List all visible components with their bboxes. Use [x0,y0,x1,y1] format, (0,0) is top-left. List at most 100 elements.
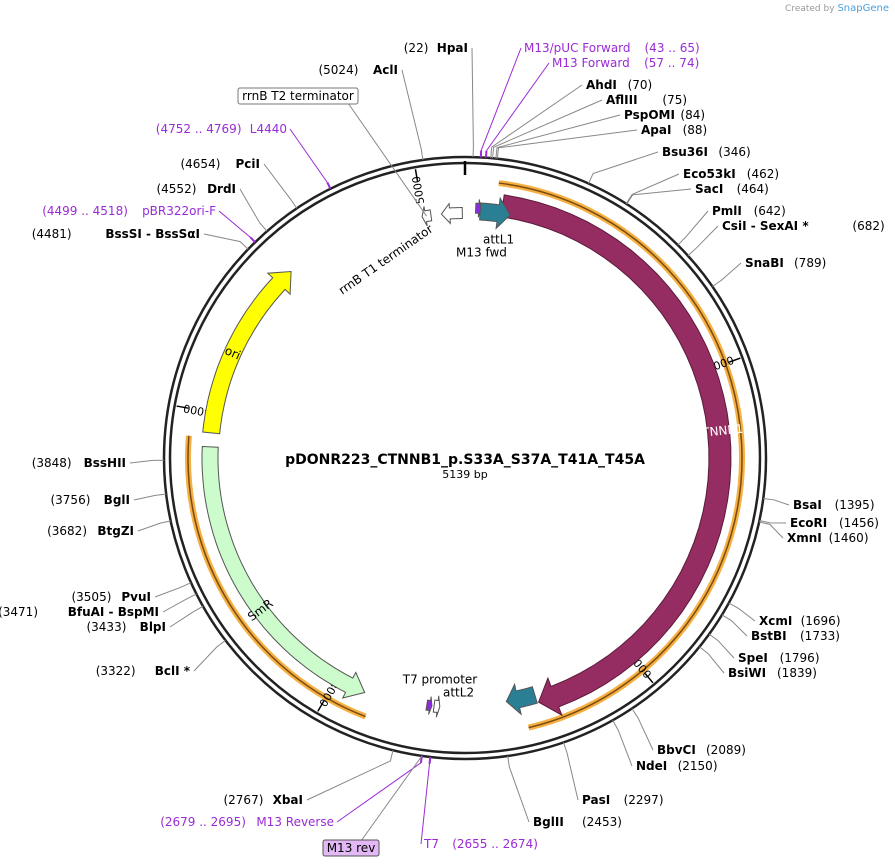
boxed-label-text[interactable]: rrnB T2 terminator [242,89,354,103]
primer-name: M13 Reverse [256,815,334,829]
feature-attl2[interactable] [505,682,538,716]
site-pspomi[interactable]: PspOMI(84) [624,108,705,122]
site-position: (70) [628,78,653,92]
site-eco53ki[interactable]: Eco53kI(462) [683,167,779,181]
site-spei[interactable]: SpeI(1796) [738,651,820,665]
site-position: (346) [718,145,750,159]
site-bstbi[interactable]: BstBI(1733) [751,629,840,643]
site-bsai[interactable]: BsaI(1395) [793,498,875,512]
site-leader-line [721,614,748,637]
feature-ori[interactable] [202,270,292,435]
site-drdi[interactable]: DrdI(4552) [156,182,236,196]
site-afliii[interactable]: AflIII(75) [606,93,687,107]
primer-leader-line [480,47,522,151]
site-name: AflIII [606,93,638,107]
site-position: (2767) [223,793,263,807]
site-leader-line [306,750,394,801]
feature-ctnnb1[interactable] [500,194,732,717]
site-bfuai[interactable]: BfuAI - BspMI(3471) [0,605,159,619]
plasmid-name: pDONR223_CTNNB1_p.S33A_S37A_T41A_T45A [285,452,645,468]
site-leader-line [490,84,583,159]
site-bglii[interactable]: BglII(2453) [533,815,622,829]
primer-pbr322ori-f[interactable]: pBR322ori-F(4499 .. 4518) [42,204,216,218]
site-position: (3756) [50,493,90,507]
primer-m13-forward[interactable]: M13 Forward(57 .. 74) [552,56,699,70]
site-bsssi[interactable]: BssSI - BssSαI(4481) [32,227,200,241]
site-leader-line [133,493,167,501]
site-name: SacI [695,182,723,196]
backbone-outer-ring [162,155,768,761]
site-leader-line [612,720,633,767]
tick-mark [317,700,325,712]
site-snabi[interactable]: SnaBI(789) [745,256,826,270]
site-xcmi[interactable]: XcmI(1696) [759,614,841,628]
site-bbvci[interactable]: BbvCI(2089) [657,743,746,757]
tick-mark [644,673,654,684]
site-name: DrdI [207,182,236,196]
feature-rrnb-t2-terminator[interactable] [421,206,433,227]
feature-label: attL1 [483,233,514,247]
restriction-sites: HpaI(22) AclI(5024) AhdI(70)AflIII(75)PspO… [0,41,885,829]
site-position: (2150) [678,759,718,773]
feature-m13-fwd[interactable] [474,199,482,218]
site-saci[interactable]: SacI(464) [695,182,769,196]
site-leader-line [625,173,680,205]
site-position: (789) [794,256,826,270]
site-bcli[interactable]: BclI *(3322) [96,664,191,678]
site-xbai[interactable]: XbaI (2767) [223,793,303,807]
primer-m13-reverse[interactable]: M13 Reverse(2679 .. 2695) [160,815,334,829]
feature-label: ori [223,343,243,362]
primer-leader-line [289,128,328,183]
site-xmni[interactable]: XmnI(1460) [787,531,869,545]
feature-attl1[interactable] [479,196,511,230]
feature-smr[interactable] [201,445,366,699]
site-bsu36i[interactable]: Bsu36I(346) [662,145,751,159]
primer-leader-line [336,762,422,823]
site-position: (3433) [86,620,126,634]
site-pvui[interactable]: PvuI(3505) [71,590,151,604]
site-acli[interactable]: AclI(5024) [318,63,398,77]
primer-l4440[interactable]: L4440(4752 .. 4769) [156,122,287,136]
feature-t7-promoter[interactable] [432,695,441,718]
site-name: PspOMI [624,108,675,122]
primer-leader-line [486,62,550,152]
site-bsshii[interactable]: BssHII(3848) [32,456,126,470]
site-btgzi[interactable]: BtgZI(3682) [47,524,134,538]
site-leader-line [496,129,638,159]
site-bgli[interactable]: BglI(3756) [50,493,130,507]
site-name: NdeI [636,759,667,773]
feature-label: CTNNB1 [693,422,744,441]
site-leader-line [263,163,298,209]
site-csii[interactable]: CsiI - SexAI *(682) [722,219,885,233]
primer-range: (2655 .. 2674) [452,837,538,851]
site-position: (3322) [96,664,136,678]
site-leader-line [712,262,742,287]
feature-m13-rev[interactable] [425,696,433,715]
primer-leader-line [218,210,251,238]
site-name: BlpI [140,620,166,634]
boxed-label-text[interactable]: M13 rev [327,841,376,855]
primer-tick [326,182,332,190]
site-blpi[interactable]: BlpI (3433) [86,620,166,634]
primer-m13-puc-forward[interactable]: M13/pUC Forward(43 .. 65) [524,41,700,55]
site-ahdi[interactable]: AhdI(70) [586,78,652,92]
site-pasi[interactable]: PasI(2297) [582,793,664,807]
site-name: BbvCI [657,743,696,757]
tick-mark [176,405,189,409]
site-pcii[interactable]: PciI(4654) [180,157,260,171]
site-leader-line [507,755,530,823]
site-bsiwi[interactable]: BsiWI(1839) [728,666,817,680]
site-name: PciI [236,157,261,171]
primer-t7[interactable]: T7(2655 .. 2674) [423,837,538,851]
site-position: (2453) [582,815,622,829]
site-name: BssSI - BssSαI [105,227,200,241]
site-ecori[interactable]: EcoRI(1456) [790,516,879,530]
site-hpai[interactable]: HpaI(22) [404,41,468,55]
site-name: BtgZI [97,524,134,538]
site-pmli[interactable]: PmlI(642) [712,204,786,218]
site-name: XbaI [273,793,303,807]
site-apai[interactable]: ApaI(88) [641,123,707,137]
site-ndei[interactable]: NdeI (2150) [636,759,718,773]
site-position: (462) [747,167,779,181]
feature-rrnb-t1-terminator[interactable] [440,202,463,225]
